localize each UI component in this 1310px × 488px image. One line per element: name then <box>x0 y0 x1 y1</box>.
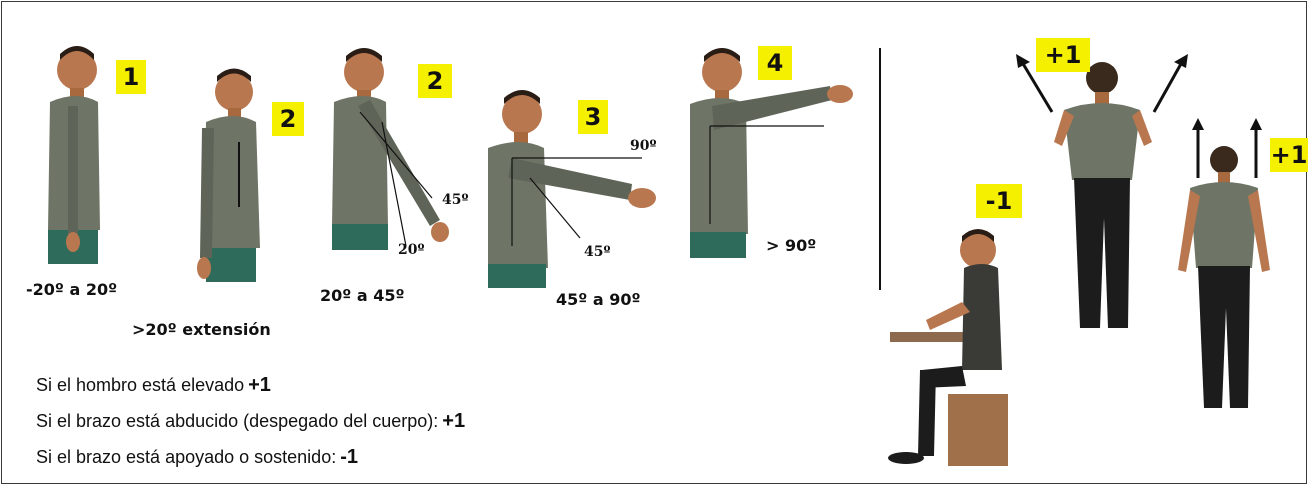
score-badge-plus1-abduction: +1 <box>1270 138 1308 172</box>
score-badge-minus1-supported: -1 <box>976 184 1022 218</box>
angle-label-45-pose3: 45º <box>584 244 611 260</box>
rule-value: +1 <box>248 374 271 396</box>
score-badge-2-flexion: 2 <box>418 64 452 98</box>
score-badge-1: 1 <box>116 60 146 94</box>
rule-shoulder-raised: Si el hombro está elevado+1 <box>36 374 271 397</box>
range-label-1: -20º a 20º <box>26 280 118 299</box>
figure-3-flexion <box>488 90 656 288</box>
rule-value: +1 <box>442 410 466 432</box>
figure-1-neutral <box>48 46 100 264</box>
rule-arm-supported: Si el brazo está apoyado o sostenido:-1 <box>36 446 358 469</box>
score-badge-3: 3 <box>578 100 608 134</box>
rule-arm-abducted: Si el brazo está abducido (despegado del… <box>36 410 465 433</box>
figure-2a-extension <box>197 68 260 282</box>
range-label-4: > 90º <box>766 236 817 255</box>
figure-back-shoulder-raised <box>1016 54 1188 328</box>
rule-text: Si el hombro está elevado <box>36 375 245 395</box>
score-badge-2-extension: 2 <box>272 102 304 136</box>
range-label-2-flexion: 20º a 45º <box>320 286 405 305</box>
figure-4-overhead <box>690 48 853 258</box>
figure-2b-flexion <box>332 48 449 250</box>
angle-label-90-pose3: 90º <box>630 138 657 154</box>
score-badge-plus1-shoulder: +1 <box>1036 38 1090 72</box>
range-label-3: 45º a 90º <box>556 290 641 309</box>
figure-back-arm-abducted <box>1178 118 1270 408</box>
rule-value: -1 <box>340 446 358 468</box>
angle-label-45-pose2: 45º <box>442 192 469 208</box>
rule-text: Si el brazo está apoyado o sostenido: <box>36 447 337 467</box>
figure-seated-supported <box>888 229 1008 466</box>
rule-text: Si el brazo está abducido (despegado del… <box>36 411 439 431</box>
range-label-2-extension: >20º extensión <box>132 320 271 339</box>
angle-label-20-pose2: 20º <box>398 242 425 258</box>
score-badge-4: 4 <box>758 46 792 80</box>
